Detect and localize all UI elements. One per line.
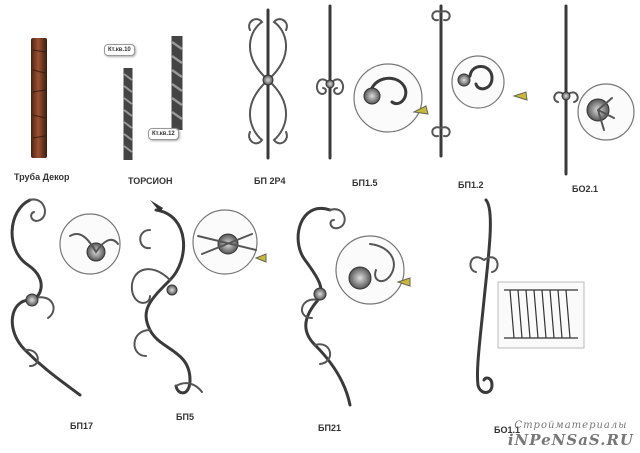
bo21-baluster-image xyxy=(553,4,635,176)
label-bo11: БО1.1 xyxy=(494,425,520,435)
label-bp21: БП21 xyxy=(318,423,341,433)
torsion-tag-10: Кт.кв.10 xyxy=(104,44,135,56)
label-bp17: БП17 xyxy=(70,421,93,431)
bp5-panel-image xyxy=(130,200,267,395)
watermark-line2: iNPeNSaS.RU xyxy=(507,431,634,449)
bo11-baluster-image xyxy=(469,198,585,394)
decor-pipe-image xyxy=(31,38,47,158)
label-truba-dekor: Труба Декор xyxy=(14,172,70,182)
label-bp15: БП1.5 xyxy=(352,178,378,188)
torsion-bars-image xyxy=(123,36,183,160)
watermark-line1: Стройматериалы xyxy=(514,420,628,431)
bp17-panel-image xyxy=(10,198,121,397)
label-torsion: ТОРСИОН xyxy=(128,176,173,186)
label-bp5: БП5 xyxy=(176,412,194,422)
label-bo21: БО2.1 xyxy=(572,184,598,194)
label-bp12: БП1.2 xyxy=(458,180,484,190)
torsion-tag-12: Кт.кв.12 xyxy=(148,128,179,140)
watermark: Стройматериалы iNPeNSaS.RU xyxy=(508,420,634,449)
label-bp2p4: БП 2Р4 xyxy=(254,176,286,186)
bp21-panel-image xyxy=(296,206,411,407)
bp15-baluster-image xyxy=(315,4,429,160)
bp2p4-baluster-image xyxy=(248,8,288,160)
bp12-baluster-image xyxy=(431,4,528,158)
